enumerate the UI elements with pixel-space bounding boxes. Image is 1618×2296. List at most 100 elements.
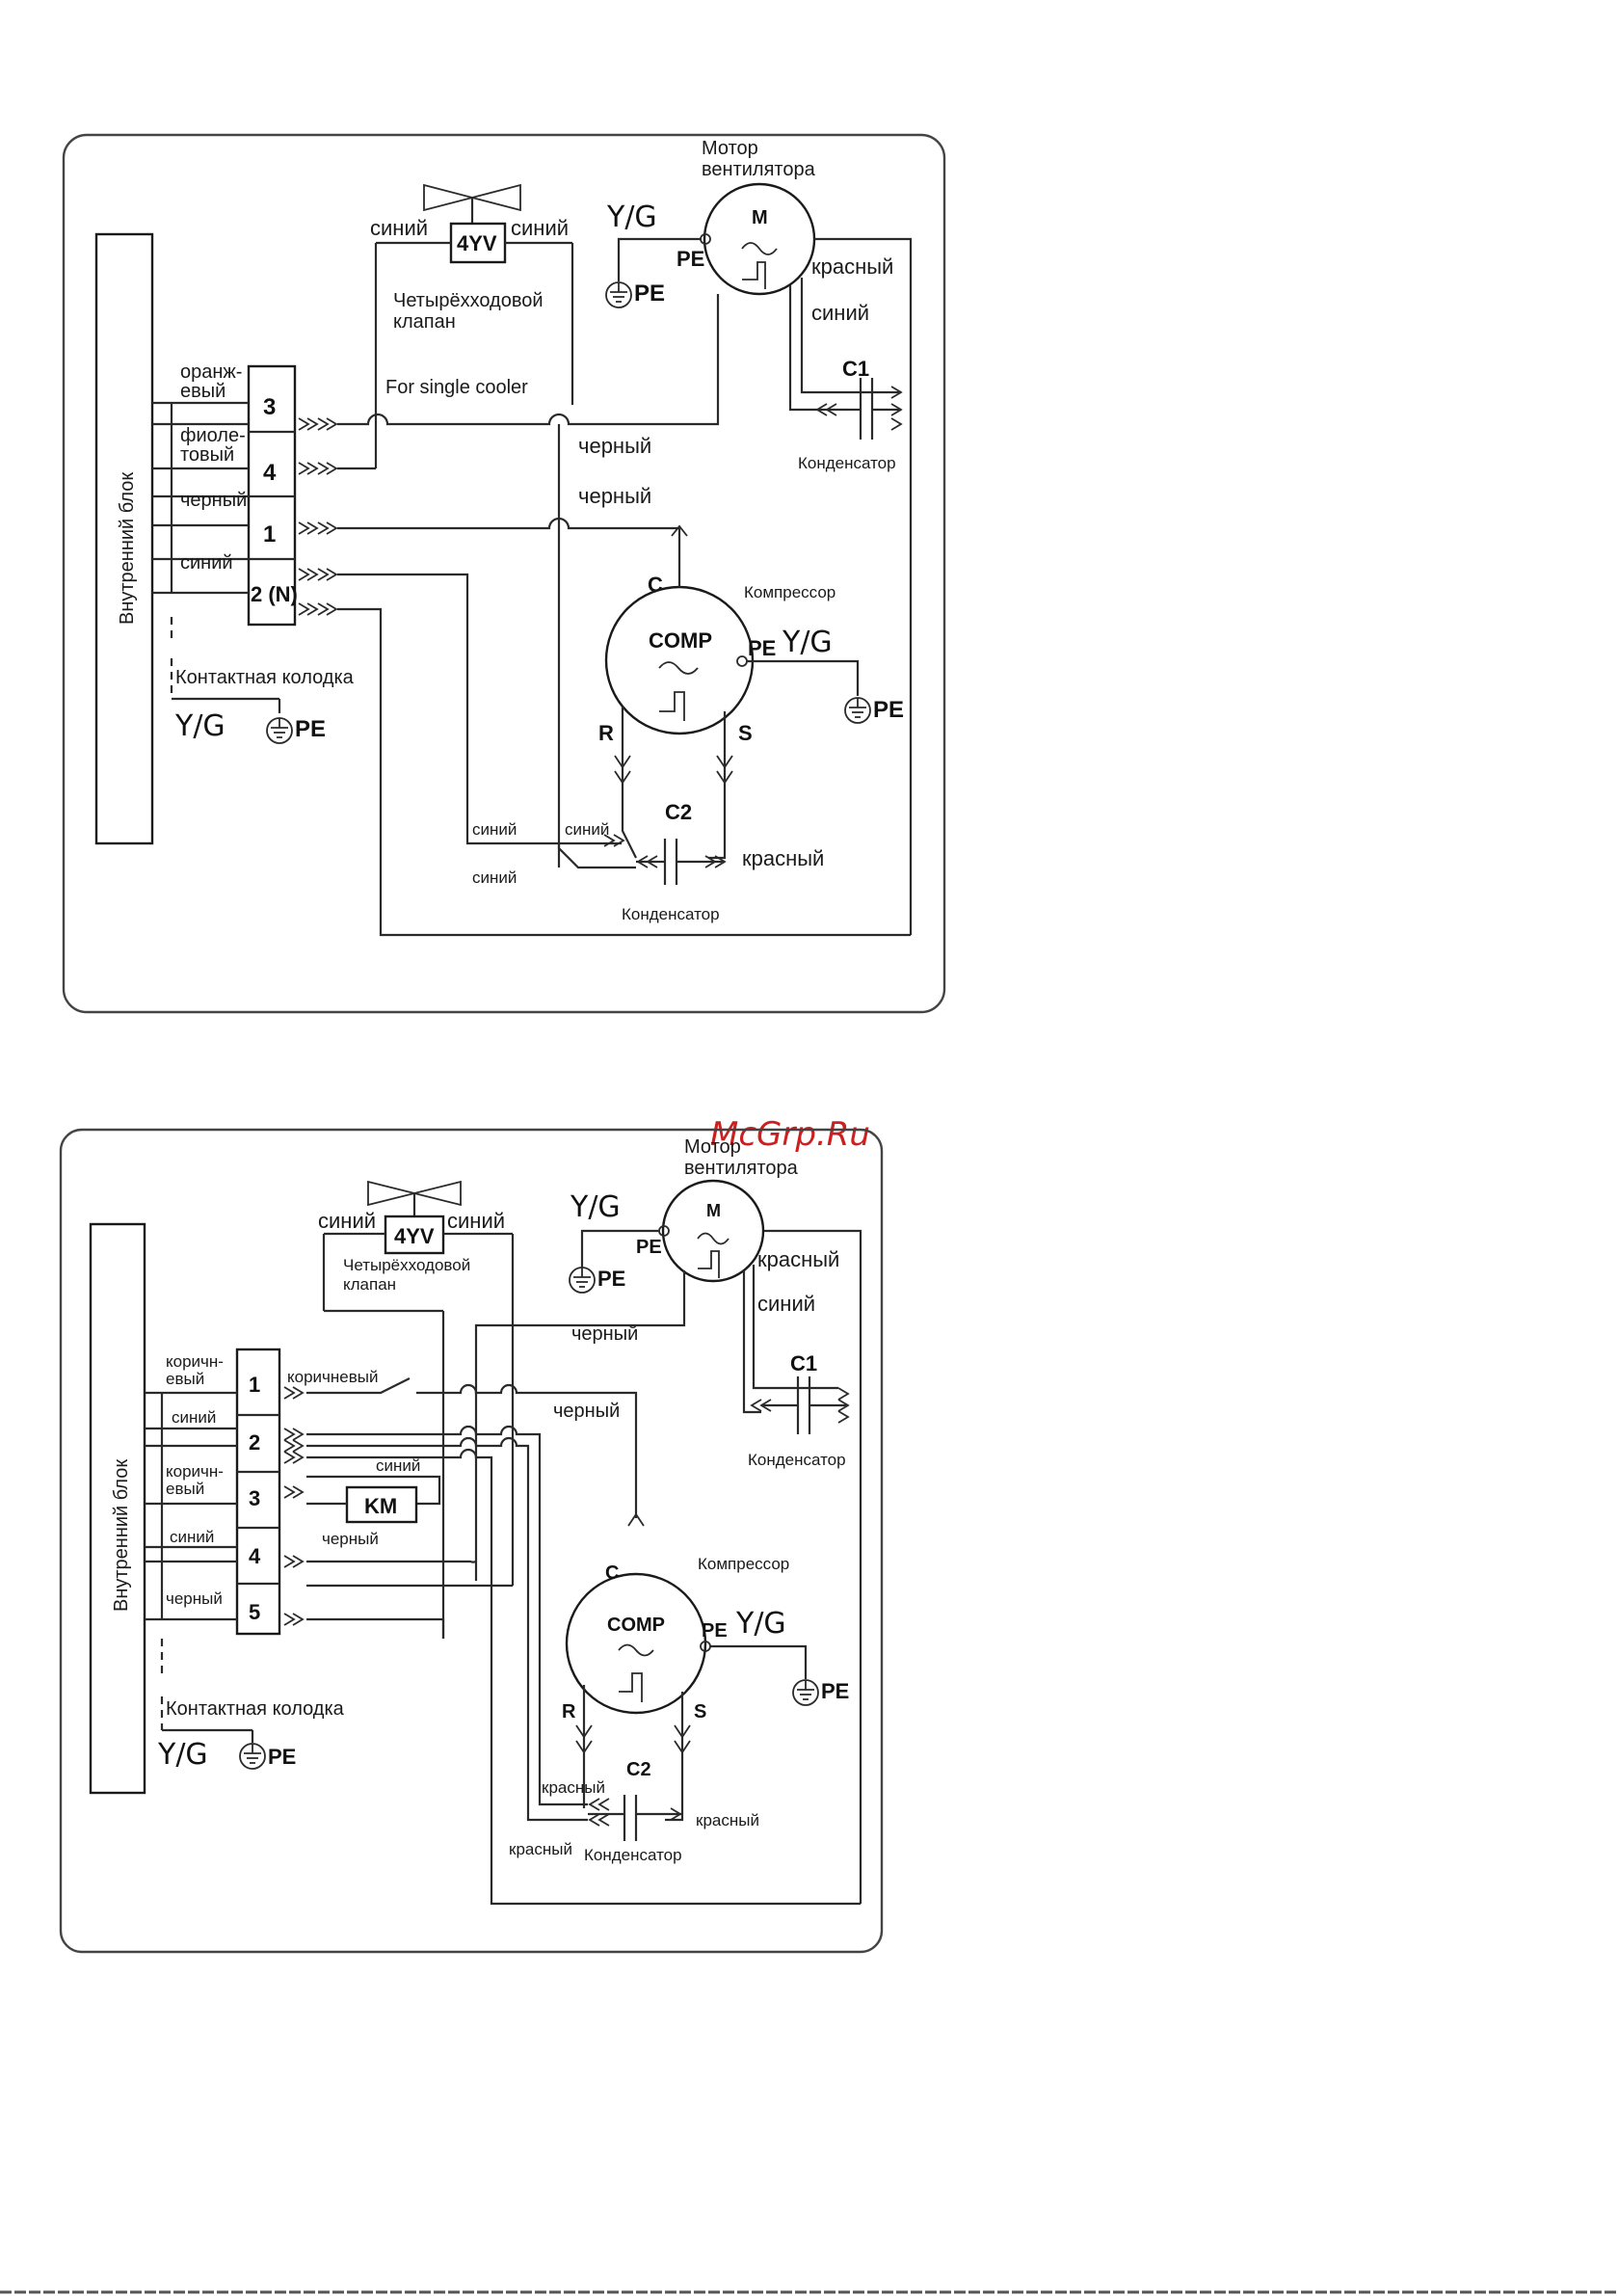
valve2-title-2: клапан	[343, 1275, 396, 1294]
c2-red-c: красный	[509, 1840, 572, 1858]
terminal2-2: 2	[249, 1430, 260, 1455]
wire-orange-run	[337, 294, 720, 426]
motor2-blue: синий	[757, 1292, 815, 1316]
motor2-title-2: вентилятора	[684, 1158, 799, 1179]
motor2-red: красный	[757, 1247, 839, 1271]
valve2-left-blue: синий	[318, 1209, 376, 1233]
terminal2-1: 1	[249, 1373, 260, 1397]
c2-blue-a: синий	[472, 820, 517, 839]
comp-s-label: S	[738, 721, 753, 745]
compressor-2: COMP	[565, 1572, 711, 1715]
wire-violet-1: фиоле-	[180, 425, 246, 446]
indoor-ground-icon-2	[239, 1743, 266, 1770]
motor2-ground-icon	[569, 1267, 596, 1294]
terminal-1: 1	[263, 521, 276, 547]
diagram-1: Внутренний блок 3 4 1 2 (N) оранж- евый …	[62, 133, 946, 1014]
diagram-2-frame	[59, 1128, 884, 1954]
indoor-unit-label: Внутренний блок	[117, 472, 138, 625]
diagram-2: Внутренний блок 1 2 3 4 5 коричн- евый с…	[59, 1128, 884, 1954]
capacitor-c1	[815, 378, 903, 440]
comp2-s-label: S	[694, 1701, 706, 1722]
valve-right-blue: синий	[511, 216, 569, 240]
black-wire-label: черный	[553, 1401, 620, 1422]
fan-motor: M	[700, 182, 816, 296]
black-label-2: черный	[578, 484, 651, 508]
wire2-brown1-2: евый	[166, 1370, 204, 1388]
c2-red: красный	[742, 846, 824, 870]
c1-label: C1	[842, 357, 869, 381]
comp-title: Компрессор	[744, 583, 836, 601]
connector-2b	[298, 602, 318, 616]
indoor-unit-block-2	[89, 1222, 146, 1795]
km-black: черный	[322, 1530, 379, 1548]
terminal-4: 4	[263, 460, 277, 486]
connector-2a	[298, 568, 318, 581]
c2-label-2: C2	[626, 1759, 651, 1780]
valve2-title-1: Четырёхходовой	[343, 1256, 470, 1274]
valve2-right-blue: синий	[447, 1209, 505, 1233]
comp-pe: PE	[748, 636, 776, 660]
motor-title-2: вентилятора	[702, 159, 816, 180]
comp-name: COMP	[649, 628, 712, 653]
motor-blue: синий	[811, 301, 869, 325]
wire-blue: синий	[180, 552, 233, 574]
valve-label: 4YV	[457, 231, 497, 255]
wire2-brown2-1: коричн-	[166, 1462, 224, 1481]
valve-label-2: 4YV	[394, 1224, 435, 1248]
four-way-valve: 4YV	[374, 183, 574, 468]
condenser2-1-label: Конденсатор	[748, 1451, 846, 1469]
comp-ground-icon	[844, 697, 871, 724]
single-cooler-note: For single cooler	[385, 377, 528, 398]
motor-yg: Y/G	[606, 200, 657, 234]
wire2-brown1-1: коричн-	[166, 1352, 224, 1371]
c2-red-a: красный	[542, 1778, 605, 1797]
wire-orange-1: оранж-	[180, 361, 242, 383]
comp-yg: Y/G	[782, 626, 833, 659]
terminal2-3: 3	[249, 1486, 260, 1510]
km-label: KM	[364, 1494, 397, 1518]
wire2-blue2: синий	[170, 1528, 214, 1546]
wire2-blue1: синий	[172, 1408, 216, 1427]
motor-letter: M	[752, 207, 768, 228]
valve-title-1: Четырёхходовой	[393, 290, 544, 311]
indoor-pe: PE	[295, 716, 326, 742]
comp2-name: COMP	[607, 1615, 665, 1636]
connector-3	[298, 417, 318, 431]
km-blue: синий	[376, 1456, 420, 1475]
condenser-2-label: Конденсатор	[622, 905, 720, 923]
terminal-block-label: Контактная колодка	[175, 667, 355, 688]
comp2-r-label: R	[562, 1701, 576, 1722]
diagram-1-frame	[62, 133, 946, 1014]
comp2-ground-icon	[792, 1679, 819, 1706]
indoor-unit-block	[94, 232, 154, 845]
c1-label-2: C1	[790, 1351, 817, 1375]
connector-1	[298, 521, 318, 535]
watermark: McGrp.Ru	[710, 1115, 870, 1154]
indoor-ground-icon	[266, 717, 293, 744]
motor2-letter: M	[706, 1201, 721, 1220]
terminal2-5: 5	[249, 1600, 260, 1624]
indoor-unit-label-2: Внутренний блок	[111, 1459, 132, 1612]
indoor-pe-2: PE	[268, 1745, 296, 1769]
c2-blue-b: синий	[565, 820, 609, 839]
motor-ground-icon	[605, 281, 632, 308]
comp-ground-pe: PE	[873, 697, 904, 723]
black-label-1: черный	[578, 434, 651, 458]
indoor-block-wires	[152, 401, 281, 713]
comp2-c-label: C	[605, 1562, 619, 1584]
compressor: COMP	[604, 576, 755, 735]
capacitor-c1-2	[750, 1376, 850, 1434]
valve-left-blue: синий	[370, 216, 428, 240]
motor2-yg: Y/G	[570, 1190, 621, 1224]
condenser-1-label: Конденсатор	[798, 454, 896, 472]
comp2-yg: Y/G	[735, 1607, 786, 1641]
comp2-pe: PE	[702, 1620, 728, 1642]
comp2-ground-pe: PE	[821, 1679, 849, 1703]
wire2-black: черный	[166, 1589, 223, 1608]
brown-wire-label: коричневый	[287, 1368, 378, 1386]
motor-red: красный	[811, 254, 893, 279]
wire-black: черный	[180, 490, 247, 511]
wire-orange-2: евый	[180, 381, 225, 402]
c2-red-b: красный	[696, 1811, 759, 1829]
